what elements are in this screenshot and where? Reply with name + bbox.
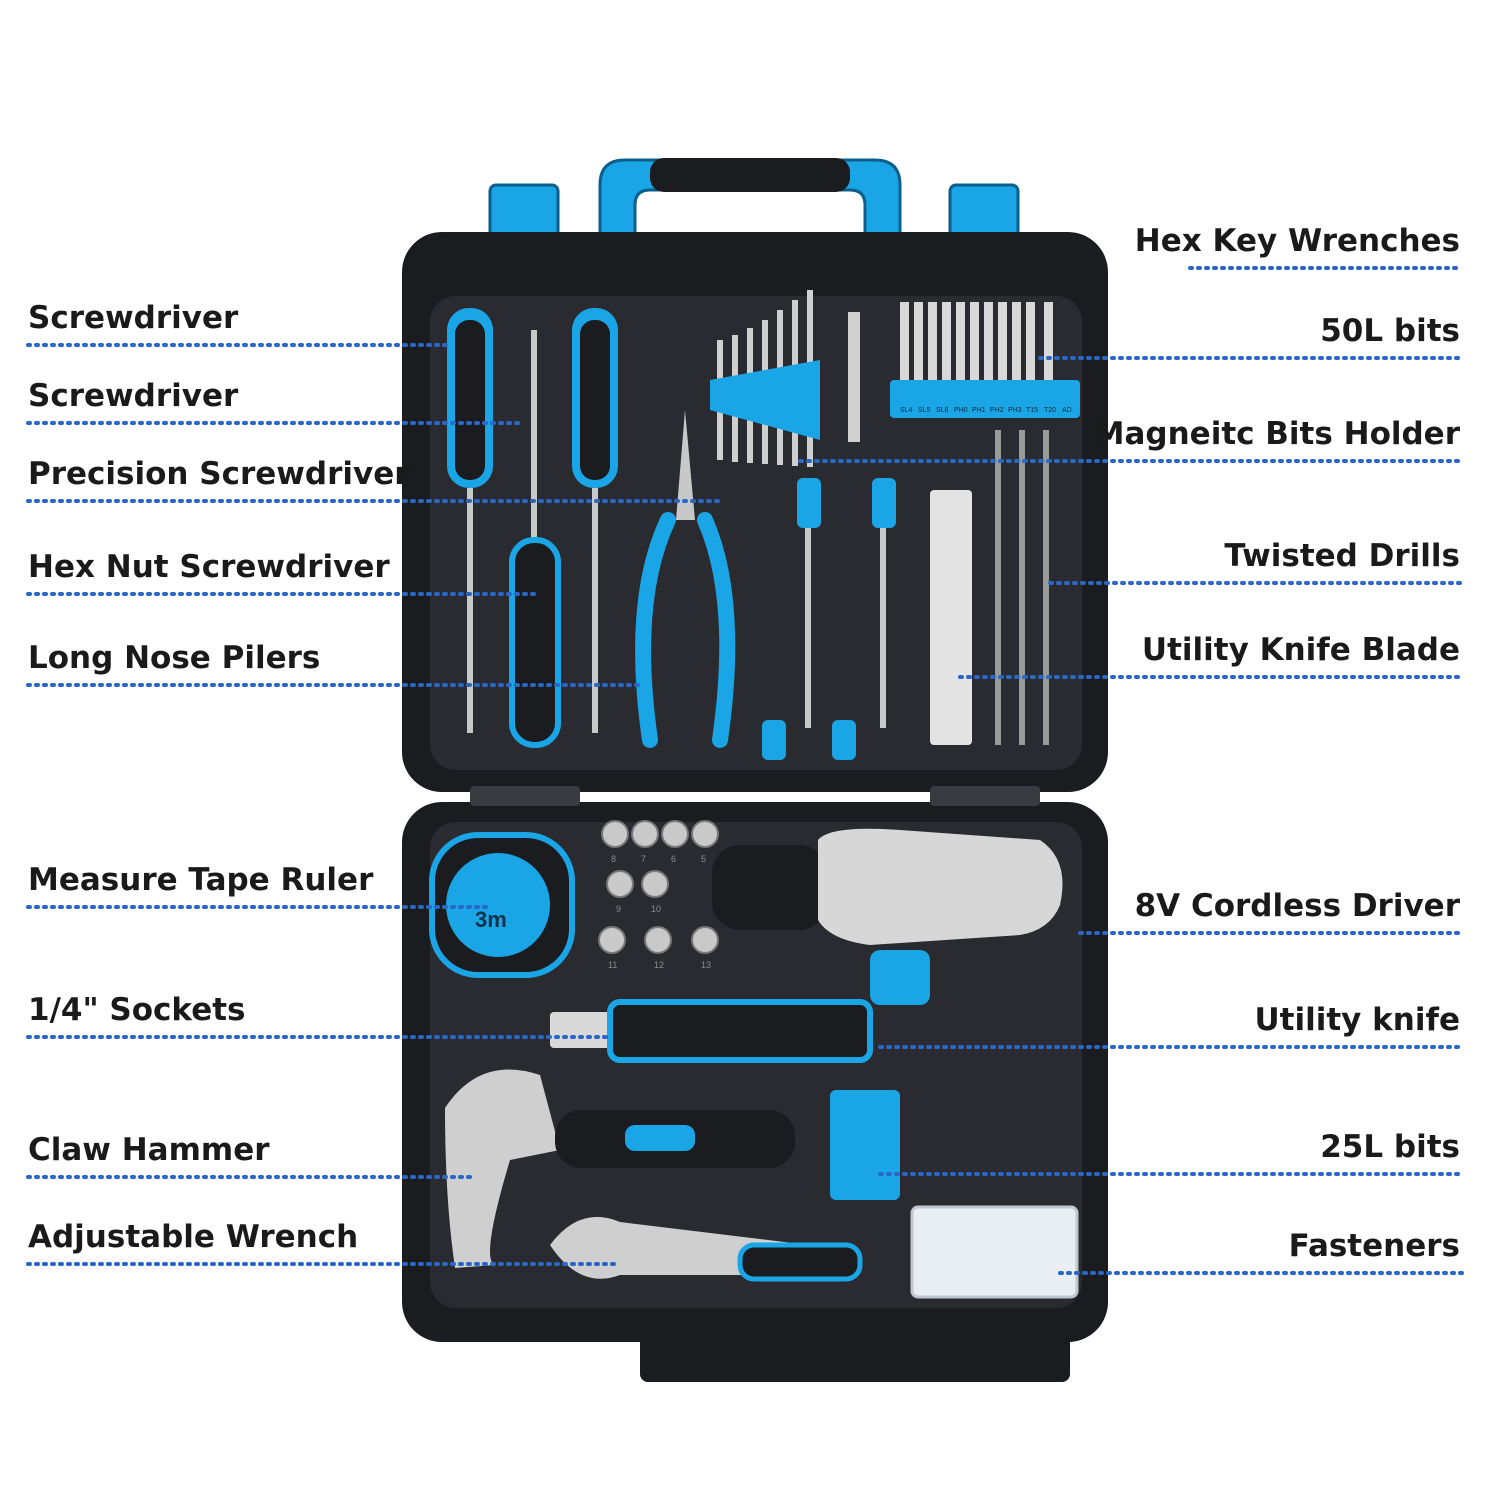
- socket-size: 13: [701, 960, 711, 970]
- callout-label: 50L bits: [1320, 313, 1460, 349]
- socket: [601, 820, 629, 848]
- case-lid: [402, 158, 1108, 792]
- socket-size: 5: [701, 854, 706, 864]
- adjustable-wrench: [550, 1216, 863, 1282]
- socket: [631, 820, 659, 848]
- socket-size: 6: [671, 854, 676, 864]
- callout-label: Hex Key Wrenches: [1134, 223, 1460, 259]
- socket: [641, 870, 669, 898]
- callout-label: Fasteners: [1288, 1228, 1460, 1264]
- fasteners-box: [910, 1205, 1079, 1299]
- callout-label: 1/4" Sockets: [28, 992, 246, 1028]
- socket: [661, 820, 689, 848]
- callout-label: Adjustable Wrench: [28, 1219, 359, 1255]
- bit-code: SL4: [900, 407, 913, 414]
- callout-label: Twisted Drills: [1224, 538, 1460, 574]
- socket-size: 9: [616, 904, 621, 914]
- callout-label: Precision Screwdriver: [28, 456, 410, 492]
- socket-size: 7: [641, 854, 646, 864]
- socket-size: 10: [651, 904, 661, 914]
- bit-code: PH3: [1008, 407, 1022, 414]
- leader-lines: [26, 266, 1464, 1275]
- precision-screwdrivers: [762, 478, 896, 760]
- bits-50l: SL4 SL5 SL6 PH0 PH1 PH2 PH3 T15 T20 AD: [890, 302, 1080, 418]
- bit-code: T15: [1026, 407, 1038, 414]
- twisted-drills: [995, 430, 1049, 745]
- lid-tools: SL4 SL5 SL6 PH0 PH1 PH2 PH3 T15 T20 AD: [447, 290, 1080, 760]
- hex-nut-screwdriver: [509, 330, 561, 748]
- callout-label: Screwdriver: [28, 378, 239, 414]
- bits-25l: [830, 1090, 900, 1200]
- bit-code: SL6: [936, 407, 949, 414]
- callout-label: 25L bits: [1320, 1129, 1460, 1165]
- callout-label: Hex Nut Screwdriver: [28, 549, 390, 585]
- cordless-driver: [712, 828, 1063, 1206]
- socket: [644, 926, 672, 954]
- bit-code: T20: [1044, 407, 1056, 414]
- bit-code: PH2: [990, 407, 1004, 414]
- base-tools: 3m 8 7 6 5 9 10 11 12 13: [429, 820, 1079, 1299]
- callout-label: 8V Cordless Driver: [1134, 888, 1460, 924]
- callout-label: Measure Tape Ruler: [28, 862, 374, 898]
- measure-tape: 3m: [429, 832, 575, 978]
- screwdriver-2: [572, 308, 618, 733]
- socket: [691, 820, 719, 848]
- screwdriver-1: [447, 308, 493, 733]
- socket: [691, 926, 719, 954]
- socket: [606, 870, 634, 898]
- bit-code: PH0: [954, 407, 968, 414]
- bit-code: AD: [1062, 407, 1072, 414]
- sockets-1-4: 8 7 6 5 9 10 11 12 13: [598, 820, 719, 970]
- callout-label: Long Nose Pilers: [28, 640, 321, 676]
- socket-size: 11: [608, 960, 617, 970]
- socket-size: 8: [611, 854, 616, 864]
- callout-label: Utility Knife Blade: [1141, 632, 1460, 668]
- socket-size: 12: [654, 960, 664, 970]
- bit-code: PH1: [972, 407, 986, 414]
- claw-hammer: [445, 1069, 795, 1268]
- utility-knife-blade: [930, 490, 972, 745]
- socket: [598, 926, 626, 954]
- bit-code: SL5: [918, 407, 931, 414]
- callout-label: Claw Hammer: [28, 1132, 270, 1168]
- callout-label: Screwdriver: [28, 300, 239, 336]
- svg-text:3m: 3m: [475, 907, 507, 932]
- callout-label: Utility knife: [1254, 1002, 1460, 1038]
- utility-knife: [550, 999, 873, 1063]
- long-nose-pliers: [635, 410, 736, 748]
- callout-label: Magneitc Bits Holder: [1093, 416, 1460, 452]
